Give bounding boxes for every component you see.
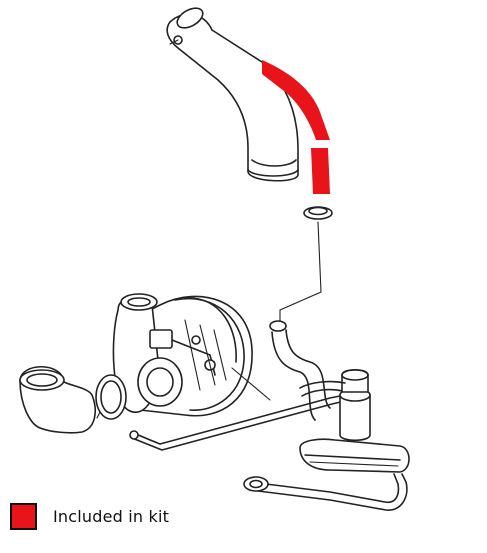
elbow-hose — [19, 366, 96, 434]
oil-tray — [299, 438, 410, 473]
ring-clamp — [95, 374, 127, 420]
oil-separator — [299, 368, 371, 442]
hose-clamp-ring — [269, 206, 333, 332]
red-vent-hose — [262, 60, 330, 194]
intake-pipe — [166, 7, 299, 182]
oil-line — [129, 394, 346, 451]
legend-swatch — [10, 502, 37, 530]
breather-hose — [271, 329, 331, 421]
turbocharger — [112, 293, 271, 417]
legend: Included in kit — [10, 501, 169, 531]
return-pipe — [243, 473, 408, 511]
legend-label: Included in kit — [53, 506, 170, 526]
